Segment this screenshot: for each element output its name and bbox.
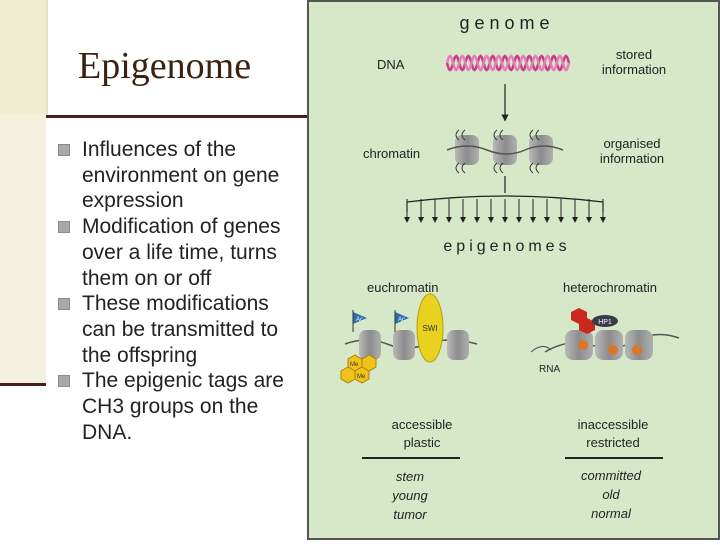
heterochromatin-state-old: old xyxy=(602,487,620,502)
bullet-item: Influences of the environment on gene ex… xyxy=(58,137,308,214)
nucleosome xyxy=(393,330,415,360)
methyl-mark-icon xyxy=(579,318,595,334)
nucleosome xyxy=(529,135,553,165)
heterochromatin-label: heterochromatin xyxy=(563,280,657,295)
methyl-dot-icon xyxy=(608,345,618,355)
hp1-label: HP1 xyxy=(598,319,612,326)
euchromatin-prop-plastic: plastic xyxy=(404,435,441,450)
bullet-item: Modification of genes over a life time, … xyxy=(58,214,308,291)
rna-label: RNA xyxy=(539,364,560,375)
swi-complex xyxy=(416,293,444,363)
euchromatin-state-tumor: tumor xyxy=(393,507,427,522)
square-bullet-icon xyxy=(58,375,70,388)
heterochromatin-state-committed: committed xyxy=(581,468,642,483)
epigenomes-label: epigenomes xyxy=(443,238,570,255)
ac-mark-label: Ac xyxy=(398,317,405,323)
me-label: Me xyxy=(350,362,359,368)
euchromatin-label: euchromatin xyxy=(367,280,439,295)
slide-title: Epigenome xyxy=(78,45,252,87)
title-divider-vertical xyxy=(46,0,48,115)
nucleosome xyxy=(625,330,653,360)
bullet-text: Influences of the environment on gene ex… xyxy=(82,138,280,213)
epigenome-diagram: genome DNA stored information chromatin … xyxy=(307,0,720,540)
me-label: Me xyxy=(357,374,366,380)
diagram-panel-background xyxy=(307,0,720,540)
methyl-dot-icon xyxy=(632,345,642,355)
rna-strand xyxy=(530,346,552,353)
diagram-canvas: genome DNA stored information chromatin … xyxy=(307,0,720,540)
chromatin-label: chromatin xyxy=(363,146,420,161)
dna-helix-strand xyxy=(445,54,571,72)
title-underline xyxy=(46,115,308,118)
nucleosome xyxy=(447,330,469,360)
heterochromatin-prop-restricted: restricted xyxy=(586,435,639,450)
nucleosome xyxy=(493,135,517,165)
branching-bracket xyxy=(406,176,604,212)
bullet-list: Influences of the environment on gene ex… xyxy=(58,137,308,445)
nucleosome xyxy=(455,135,479,165)
nucleosome xyxy=(359,330,381,360)
euchromatin-prop-accessible: accessible xyxy=(392,417,453,432)
left-accent-band xyxy=(0,0,46,115)
hp1-protein xyxy=(592,315,618,327)
bullet-text: Modification of genes over a life time, … xyxy=(82,215,281,290)
square-bullet-icon xyxy=(58,298,70,311)
organised-information-line2: information xyxy=(600,151,664,166)
histone-tails xyxy=(455,129,540,141)
chromatin-nucleosomes xyxy=(446,129,564,174)
left-accent-band-lower xyxy=(0,115,46,385)
stored-information-line2: information xyxy=(602,62,666,77)
chromatin-dna-thread xyxy=(446,145,564,155)
methyl-hexagon-icon xyxy=(340,366,356,384)
dna-label: DNA xyxy=(377,57,405,72)
bullet-item: These modifications can be transmitted t… xyxy=(58,291,308,368)
left-divider xyxy=(0,383,46,386)
heterochromatin-state-normal: normal xyxy=(591,506,632,521)
acetyl-flag-icon xyxy=(353,312,367,324)
heterochromatin-prop-inaccessible: inaccessible xyxy=(578,417,649,432)
nucleosome xyxy=(595,330,623,360)
bullet-item: The epigenic tags are CH3 groups on the … xyxy=(58,368,308,445)
euchromatin-state-stem: stem xyxy=(396,469,424,484)
ac-mark-label: Ac xyxy=(356,317,363,323)
heterochromatin-illustration: HP1 RNA xyxy=(530,308,680,375)
bullet-text: These modifications can be transmitted t… xyxy=(82,292,279,367)
bullet-text: The epigenic tags are CH3 groups on the … xyxy=(82,369,284,444)
genome-label: genome xyxy=(459,13,554,33)
acetyl-flag-icon xyxy=(395,312,409,324)
euchromatin-illustration: Ac Ac SWI Me Me xyxy=(340,293,478,384)
euchromatin-state-young: young xyxy=(391,488,428,503)
histone-tails xyxy=(455,162,540,174)
organised-information-line1: organised xyxy=(603,136,660,151)
swi-label: SWI xyxy=(422,324,437,333)
square-bullet-icon xyxy=(58,144,70,156)
square-bullet-icon xyxy=(58,221,70,234)
stored-information-line1: stored xyxy=(616,47,652,62)
methyl-dot-icon xyxy=(578,340,588,350)
branch-arrows xyxy=(404,199,606,223)
